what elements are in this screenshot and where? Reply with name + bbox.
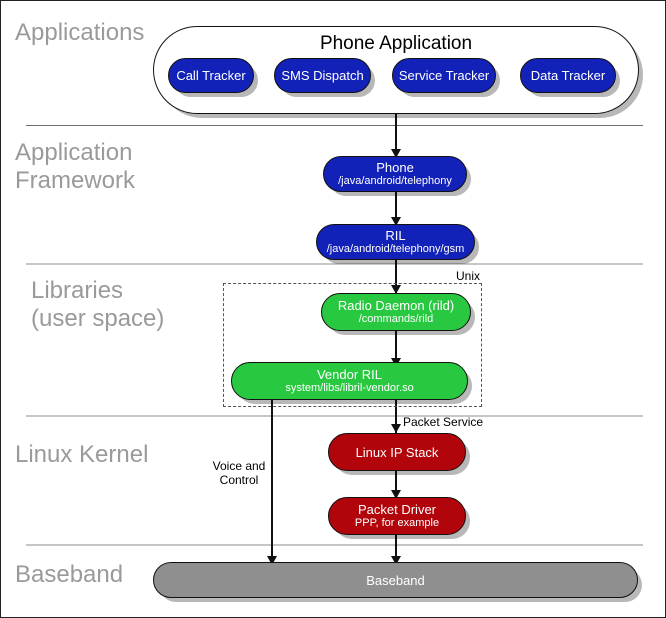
arrowhead-apps-to-phone	[391, 149, 401, 158]
arrowhead-vendor-ril-to-ip-stack	[391, 424, 401, 433]
divider-applications-framework	[26, 125, 643, 126]
layer-label-baseband: Baseband	[15, 561, 124, 588]
edge-vendor-ril-to-ip-stack	[395, 397, 397, 433]
node-subtitle: PPP, for example	[354, 517, 440, 529]
divider-framework-libraries	[26, 263, 643, 265]
app-pill-call-tracker[interactable]: Call Tracker	[168, 58, 254, 93]
phone-application-title: Phone Application	[319, 33, 473, 54]
node-linux-ip-stack[interactable]: Linux IP Stack	[328, 433, 466, 471]
app-pill-data-tracker[interactable]: Data Tracker	[520, 58, 616, 93]
divider-kernel-baseband	[26, 544, 643, 546]
node-vendor-ril[interactable]: Vendor RIL system/libs/libril-vendor.so	[231, 362, 468, 400]
layer-label-application-framework: Application Framework	[15, 139, 136, 194]
node-packet-driver[interactable]: Packet Driver PPP, for example	[328, 497, 466, 535]
node-title: RIL	[385, 228, 406, 243]
node-subtitle: system/libs/libril-vendor.so	[285, 382, 414, 394]
edge-ril-to-rild	[395, 259, 397, 294]
edge-apps-to-phone	[395, 114, 397, 156]
node-subtitle: /java/android/telephony/gsm	[326, 243, 465, 255]
app-pill-label: Call Tracker	[176, 68, 246, 83]
app-pill-label: Data Tracker	[530, 68, 606, 83]
node-radio-daemon[interactable]: Radio Daemon (rild) /commands/rild	[321, 293, 471, 331]
edge-label-packet-service: Packet Service	[403, 415, 484, 429]
app-pill-label: Service Tracker	[398, 68, 490, 83]
node-subtitle: /java/android/telephony	[338, 175, 452, 187]
group-unix-label: Unix	[456, 269, 481, 283]
divider-libraries-kernel	[26, 415, 643, 417]
app-pill-service-tracker[interactable]: Service Tracker	[392, 58, 496, 93]
edge-rild-to-vendor-ril	[395, 329, 397, 367]
node-title: Packet Driver	[357, 502, 437, 517]
arrowhead-voice-to-baseband	[267, 556, 277, 565]
node-ril[interactable]: RIL /java/android/telephony/gsm	[316, 224, 475, 260]
edge-phone-to-ril	[395, 191, 397, 226]
node-title: Phone	[376, 160, 414, 175]
node-title: Radio Daemon (rild)	[337, 298, 455, 313]
node-title: Vendor RIL	[316, 367, 383, 382]
node-baseband[interactable]: Baseband	[153, 562, 638, 598]
node-title: Baseband	[366, 572, 425, 588]
arrowhead-ip-stack-to-packet-driver	[391, 490, 401, 499]
layer-label-linux-kernel: Linux Kernel	[15, 441, 149, 468]
arrowhead-ril-to-rild	[391, 285, 401, 294]
edge-ip-stack-to-packet-driver	[395, 471, 397, 506]
arrowhead-phone-to-ril	[391, 217, 401, 226]
layer-label-applications: Applications	[15, 19, 145, 46]
arrowhead-packet-driver-to-baseband	[391, 556, 401, 565]
node-phone[interactable]: Phone /java/android/telephony	[323, 156, 467, 192]
node-title: Linux IP Stack	[355, 444, 439, 460]
app-pill-sms-dispatch[interactable]: SMS Dispatch	[274, 58, 371, 93]
app-pill-label: SMS Dispatch	[281, 68, 364, 83]
layer-label-libraries: Libraries (user space)	[31, 277, 165, 332]
edge-packet-driver-to-baseband	[395, 535, 397, 566]
group-unix	[223, 283, 482, 407]
edge-label-voice-and-control: Voice and Control	[212, 459, 266, 487]
node-subtitle: /commands/rild	[358, 313, 434, 325]
edge-vendor-ril-to-baseband-voice	[271, 397, 273, 566]
